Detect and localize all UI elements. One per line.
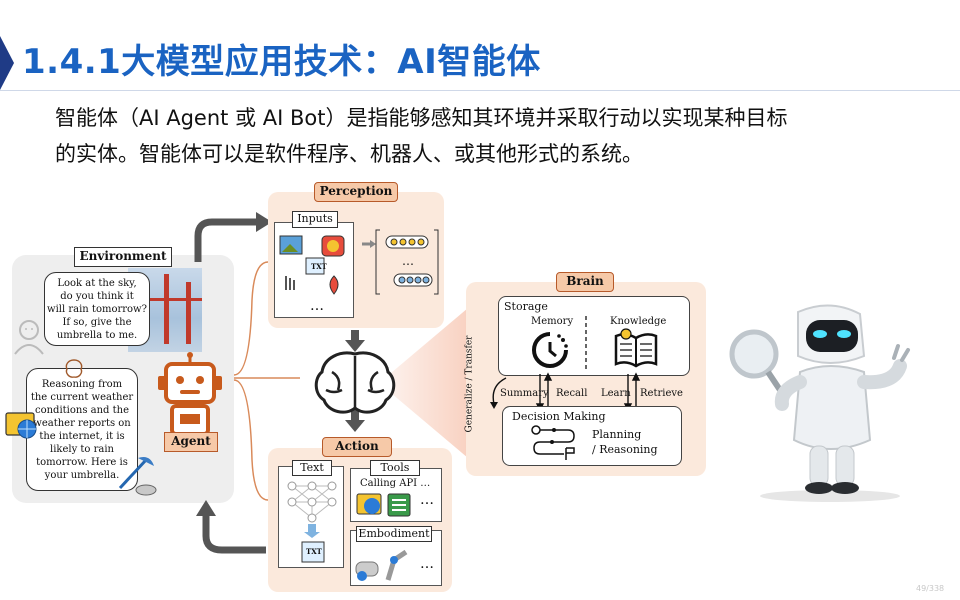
- intro-paragraph: 智能体（AI Agent 或 AI Bot）是指能够感知其环境并采取行动以实现某…: [55, 100, 915, 172]
- storage-divider: [585, 316, 587, 372]
- neural-network-icon: [287, 481, 337, 563]
- perception-label: Perception: [314, 182, 398, 202]
- web-browser-icon: [5, 412, 37, 439]
- agent-label: Agent: [164, 432, 218, 452]
- bubble-line: do you think it: [60, 291, 134, 302]
- storage-label: Storage: [504, 300, 548, 313]
- memory-clock-icon: [532, 332, 568, 368]
- action-label: Action: [322, 437, 392, 457]
- decision-making-box: [502, 406, 682, 466]
- intro-line-1: 智能体（AI Agent 或 AI Bot）是指能够感知其环境并采取行动以实现某…: [55, 106, 788, 130]
- calling-api-text: Calling API …: [360, 478, 431, 489]
- robot-hand-umbrella-icon: [118, 457, 157, 496]
- knowledge-book-icon: [614, 328, 658, 368]
- agent-robot-icon: [158, 352, 222, 436]
- bubble-line: tomorrow. Here is: [36, 457, 128, 468]
- inputs-ellipsis: …: [310, 298, 324, 314]
- title-divider: [0, 90, 960, 91]
- slide-title: 1.4.1大模型应用技术：AI智能体: [22, 42, 541, 82]
- inputs-label: Inputs: [292, 211, 338, 228]
- text-label: Text: [292, 460, 332, 476]
- vectors-ellipsis: …: [402, 254, 414, 268]
- summary-label: Summary: [500, 388, 549, 399]
- person-outline-icon: [14, 320, 44, 355]
- embodiment-label: Embodiment: [356, 526, 432, 542]
- central-brain-icon: [314, 351, 396, 414]
- bubble-line: will rain tomorrow?: [47, 304, 147, 315]
- robot-arm-icons: [355, 549, 408, 581]
- decision-making-label: Decision Making: [512, 410, 606, 423]
- tools-label: Tools: [370, 460, 420, 476]
- embedding-vectors-icon: [362, 229, 439, 295]
- intro-line-2: 的实体。智能体可以是软件程序、机器人、或其他形式的系统。: [55, 142, 643, 166]
- bubble-line: conditions and the: [34, 405, 129, 416]
- storage-box: [498, 296, 690, 376]
- reasoning-label: / Reasoning: [592, 443, 658, 456]
- planning-label: Planning: [592, 428, 642, 441]
- bubble-line: the current weather: [30, 392, 134, 403]
- learn-label: Learn: [601, 388, 631, 399]
- input-modalities-icons: [279, 235, 345, 295]
- generalize-transfer-label: Generalize / Transfer: [464, 335, 475, 433]
- page-number: 49/338: [916, 584, 945, 593]
- title-bar: 1.4.1大模型应用技术：AI智能体: [0, 30, 960, 91]
- user-speech-bubble: Look at the sky, do you think it will ra…: [44, 272, 150, 346]
- bridge-tower-right: [186, 282, 191, 344]
- retrieve-label: Retrieve: [640, 388, 683, 399]
- knowledge-label: Knowledge: [610, 316, 667, 327]
- bubble-line: umbrella to me.: [56, 330, 138, 341]
- tool-app-icons: [356, 493, 411, 517]
- agent-speech-bubble: Reasoning from the current weather condi…: [26, 368, 138, 491]
- bridge-tower-left: [164, 274, 169, 344]
- embodiment-ellipsis: …: [420, 556, 434, 572]
- tools-ellipsis: …: [420, 492, 434, 508]
- planning-flow-icon: [531, 425, 575, 460]
- brain-label: Brain: [556, 272, 614, 292]
- bridge-deck: [128, 298, 202, 301]
- bubble-line: Look at the sky,: [57, 278, 137, 289]
- bubble-line: Reasoning from: [41, 379, 123, 390]
- bubble-line: If so, give the: [62, 317, 132, 328]
- bubble-line: the internet, it is: [39, 431, 125, 442]
- bubble-line: your umbrella.: [44, 470, 120, 481]
- brain-mini-icon: [65, 359, 83, 378]
- bubble-line: likely to rain: [50, 444, 114, 455]
- memory-label: Memory: [531, 316, 574, 327]
- bubble-line: weather reports on: [33, 418, 131, 429]
- environment-label: Environment: [74, 247, 172, 267]
- recall-label: Recall: [556, 388, 588, 399]
- output-txt-tag: TXT: [306, 547, 322, 556]
- robot-magnifier-photo: [718, 300, 936, 504]
- input-txt-tag: TXT: [311, 262, 327, 271]
